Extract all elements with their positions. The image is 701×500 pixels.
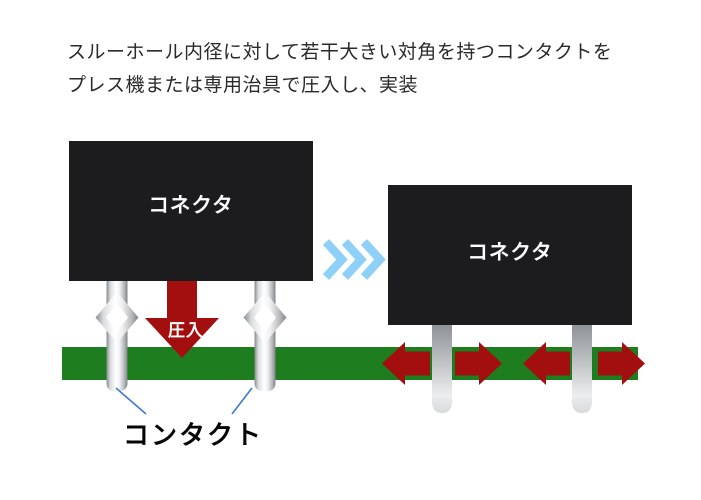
connector-label-before: コネクタ <box>148 194 233 217</box>
connector-block-before <box>69 141 313 281</box>
heading-line-2: プレス機または専用治具で圧入し、実装 <box>67 75 419 96</box>
heading: スルーホール内径に対して若干大きい対角を持つコンタクトを プレス機または専用治具… <box>67 36 667 102</box>
needle-eye-hole <box>106 303 128 332</box>
needle-eye-hole <box>254 303 276 332</box>
callout-line <box>115 387 147 415</box>
pressure-arrow-right-icon <box>598 342 645 385</box>
connector-block-after <box>388 185 632 325</box>
callout-line <box>231 387 253 415</box>
press-in-arrow-label: 圧入 <box>168 321 204 340</box>
contact-label: コンタクト <box>123 420 263 450</box>
pressfit-pin-before <box>95 281 139 392</box>
pressure-arrow-left-icon <box>523 342 570 385</box>
pressfit-pin-after <box>432 325 452 413</box>
pressure-arrow-left-icon <box>382 342 430 385</box>
connector-label-after: コネクタ <box>467 241 552 264</box>
heading-line-1: スルーホール内径に対して若干大きい対角を持つコンタクトを <box>67 42 613 63</box>
pressure-arrow-right-icon <box>455 342 502 385</box>
transition-chevrons-icon <box>322 239 386 280</box>
press-in-arrow-icon <box>145 281 219 358</box>
pressfit-pin-before <box>243 281 287 392</box>
pressfit-pin-after <box>572 325 592 413</box>
